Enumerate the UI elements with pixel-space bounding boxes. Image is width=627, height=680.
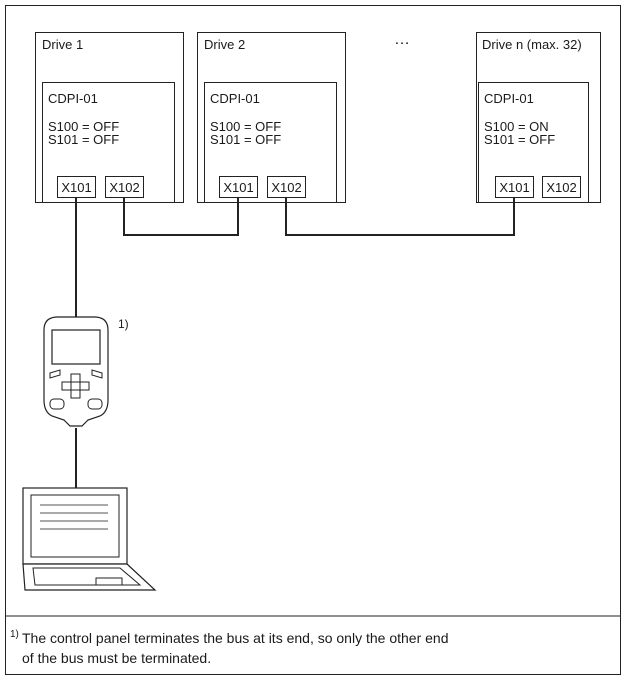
drive-1: Drive 1 CDPI-01 S100 = OFF S101 = OFF X1… [35, 32, 184, 203]
drive-1-module-label: CDPI-01 [48, 91, 98, 106]
control-panel-softkey-right [91, 369, 103, 379]
laptop-touchpad [95, 577, 123, 586]
drive-2-s100: S100 = OFF [210, 119, 281, 134]
control-panel-softkey-left [49, 369, 61, 379]
bus-cable-drive2-to-driven [285, 197, 515, 236]
arrow-up-key [70, 373, 81, 383]
drive-1-port-x102-label: X102 [109, 180, 139, 195]
drive-1-adapter-box [42, 82, 175, 203]
drive-2: Drive 2 CDPI-01 S100 = OFF S101 = OFF X1… [197, 32, 346, 203]
laptop-icon [22, 487, 157, 591]
drives-ellipsis: … [394, 31, 410, 48]
drive-n-port-x101-label: X101 [499, 180, 529, 195]
drive-n-s100: S100 = ON [484, 119, 549, 134]
footnote-line-1: The control panel terminates the bus at … [22, 630, 448, 646]
drive-n: Drive n (max. 32) CDPI-01 S100 = ON S101… [476, 32, 601, 203]
drive-2-s101: S101 = OFF [210, 132, 281, 147]
control-panel-key-bottom-right [87, 398, 103, 410]
drive-2-adapter-box [204, 82, 337, 203]
drive-1-s100: S100 = OFF [48, 119, 119, 134]
arrow-right-key [79, 381, 90, 391]
drive-n-port-x102 [542, 176, 581, 198]
footnote-line-2: of the bus must be terminated. [22, 650, 211, 666]
control-panel-icon [43, 316, 109, 427]
drive-1-title: Drive 1 [42, 37, 83, 52]
drive-1-port-x101-label: X101 [61, 180, 91, 195]
footnote-marker: 1) [10, 629, 19, 640]
drive-2-module-label: CDPI-01 [210, 91, 260, 106]
drive-2-port-x102-label: X102 [271, 180, 301, 195]
drive-n-s101: S101 = OFF [484, 132, 555, 147]
control-panel-display [51, 329, 101, 365]
bus-cable-drive1-to-drive2 [123, 197, 239, 236]
drive-1-s101: S101 = OFF [48, 132, 119, 147]
laptop-screen [30, 494, 120, 558]
outer-frame [5, 5, 621, 675]
drive-2-title: Drive 2 [204, 37, 245, 52]
drive-n-adapter-box [478, 82, 589, 203]
arrow-left-key [61, 381, 72, 391]
drive-n-module-label: CDPI-01 [484, 91, 534, 106]
drive-n-title: Drive n (max. 32) [482, 37, 582, 52]
arrow-down-key [70, 389, 81, 399]
control-panel-key-bottom-left [49, 398, 65, 410]
drive-2-port-x101-label: X101 [223, 180, 253, 195]
control-panel-footnote-marker: 1) [118, 317, 129, 331]
center-key [70, 381, 81, 391]
drive-n-port-x102-label: X102 [546, 180, 576, 195]
